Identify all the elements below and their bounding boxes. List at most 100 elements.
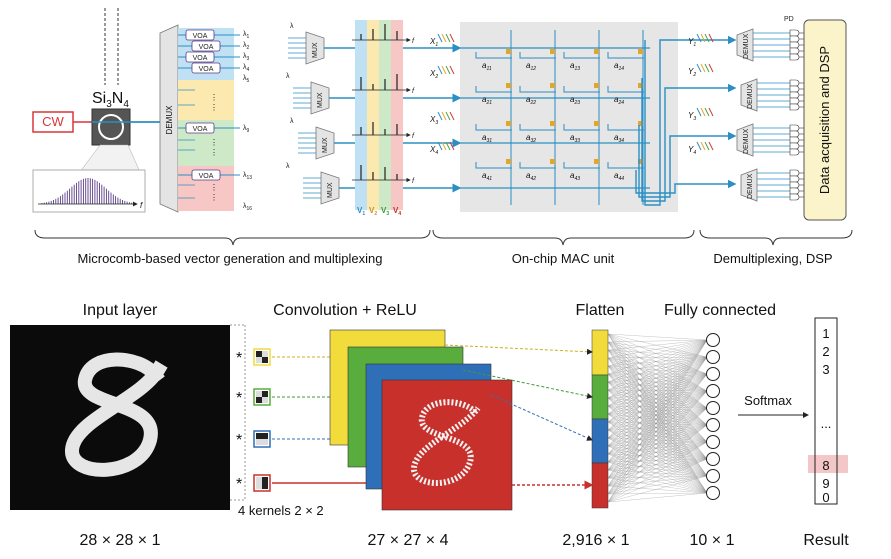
fc-edge — [607, 356, 708, 375]
fc-edge — [607, 339, 708, 359]
mac-cell-label: a33 — [570, 133, 580, 144]
y-spectrum-tick — [708, 141, 714, 151]
lambda-label: λ4 — [243, 64, 250, 73]
mux-label: MUX — [312, 42, 319, 58]
x-spectrum-tick — [441, 141, 447, 151]
ellipsis-dots: ⋮ — [210, 138, 218, 147]
lambda-label: λ1 — [243, 31, 250, 40]
fc-edge — [607, 390, 708, 487]
fc-edge — [607, 333, 708, 375]
fc-edge — [607, 357, 708, 375]
lambda-label: λ5 — [243, 75, 250, 84]
y-output-label: Y3 — [688, 111, 696, 122]
fc-edge — [607, 485, 708, 494]
fc-neuron — [706, 469, 720, 483]
fc-edge — [607, 397, 708, 443]
kernel-cell — [256, 357, 262, 363]
fc-neuron — [706, 418, 720, 432]
fc-edge — [607, 357, 708, 460]
voa-label: VOA — [199, 44, 214, 51]
x-spectrum-tick — [437, 111, 443, 121]
section-label-vector: Microcomb-based vector generation and mu… — [78, 251, 383, 266]
fc-edge — [607, 381, 708, 392]
fc-neuron — [706, 350, 720, 364]
spectrum-f-label: f — [412, 88, 415, 95]
fc-edge — [607, 339, 708, 367]
mac-output-waveguide — [638, 125, 737, 198]
mac-cell-modulator — [506, 49, 511, 54]
fc-edge — [607, 429, 708, 494]
fc-edge — [607, 341, 708, 426]
kernel-cell — [262, 397, 268, 403]
mac-cell-path — [607, 52, 644, 59]
fc-edge — [607, 341, 708, 358]
fc-edge — [607, 365, 708, 409]
feature-connectors — [444, 344, 594, 490]
x-input-label: X4 — [429, 145, 438, 156]
kernel-cell — [262, 357, 268, 363]
fc-neuron — [706, 435, 720, 449]
lambda-label: λ13 — [243, 172, 252, 181]
fc-edge — [607, 381, 708, 494]
spectrum-f-label: f — [412, 38, 415, 45]
fc-edge — [607, 373, 708, 495]
fc-edge — [607, 356, 708, 495]
mac-cell-label: a41 — [482, 171, 492, 182]
fc-edge — [607, 339, 708, 455]
fc-edge — [607, 333, 708, 460]
voa-box — [191, 40, 221, 52]
mac-cell-label: a31 — [482, 133, 492, 144]
flatten-green — [591, 374, 609, 420]
fc-edge — [607, 407, 708, 423]
fc-edge — [607, 424, 708, 503]
result-digit: ... — [821, 416, 832, 431]
fc-edge — [607, 373, 708, 423]
fc-neuron — [706, 401, 720, 415]
fc-edge — [607, 341, 708, 443]
result-box — [814, 317, 838, 505]
spectrum-band-yellow — [367, 20, 379, 210]
fc-edge — [607, 341, 708, 375]
fc-edge — [607, 389, 708, 494]
fc-edge — [607, 390, 708, 399]
softmax-label: Softmax — [744, 393, 792, 408]
voa-label: VOA — [193, 55, 208, 62]
input-layer-title: Input layer — [83, 302, 158, 319]
voa-label: VOA — [199, 173, 214, 180]
band-yellow — [178, 80, 234, 120]
photodetector-icon — [789, 142, 800, 150]
kernels-label: 4 kernels 2 × 2 — [238, 503, 324, 518]
fc-edge — [607, 407, 708, 471]
mac-output-waveguide — [644, 35, 737, 206]
flatten-title: Flatten — [576, 302, 625, 319]
fc-edge — [607, 365, 708, 426]
fc-edge — [607, 405, 708, 409]
ellipsis-dots: ⋮ — [210, 183, 218, 192]
fc-edge — [607, 373, 708, 426]
fc-edge — [607, 390, 708, 447]
cw-label: CW — [42, 114, 64, 129]
photodetector-icon — [789, 193, 800, 201]
fc-edge — [607, 356, 708, 391]
fc-edge — [607, 441, 708, 503]
mac-cell-path — [475, 86, 512, 93]
result-digits: 123...890 — [821, 326, 832, 505]
fc-edge — [607, 397, 708, 477]
fc-edge — [607, 407, 708, 487]
fc-edge — [607, 390, 708, 431]
fc-edge — [607, 356, 708, 415]
fc-edge — [607, 333, 708, 409]
photodetector-icon — [789, 169, 800, 177]
fc-network — [607, 333, 720, 503]
fc-edge — [607, 339, 708, 399]
mux-lambda: λ — [286, 163, 290, 170]
voa-box — [191, 169, 221, 181]
result-digit: 2 — [822, 344, 829, 359]
voa-label: VOA — [199, 66, 214, 73]
fc-edge — [607, 458, 708, 503]
mac-cell-path — [607, 86, 644, 93]
fc-edge — [607, 424, 708, 495]
